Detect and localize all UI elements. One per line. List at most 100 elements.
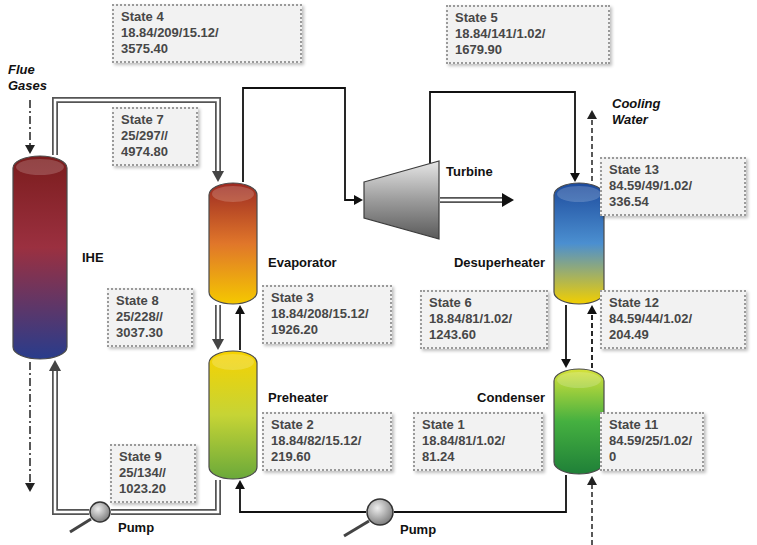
pipe-connector xyxy=(235,305,245,350)
state-name: State 1 xyxy=(422,417,535,433)
component-name: Desuperheater xyxy=(454,255,545,271)
shape-outline xyxy=(12,155,68,360)
state-values: 84.59/25/1.02/ 0 xyxy=(609,433,692,465)
state-values: 18.84/81/1.02/ 1243.60 xyxy=(429,311,512,343)
vessel-body xyxy=(554,183,604,304)
oil-pipe-inner xyxy=(217,305,220,341)
cooling-water-line xyxy=(591,118,593,181)
heat-exchanger: IHE xyxy=(12,155,68,360)
component-name: Evaporator xyxy=(268,255,337,271)
heat-exchanger: Condenser xyxy=(553,368,605,475)
flue-gas-line xyxy=(29,362,31,484)
work-arrow xyxy=(502,193,514,207)
oil-pipe-outer xyxy=(55,369,89,512)
oil-pipe-inner xyxy=(55,369,89,512)
vessel-body xyxy=(554,369,604,474)
state-name: State 13 xyxy=(609,162,738,178)
working-fluid-pipe xyxy=(565,305,567,361)
flue-gas-arrow xyxy=(25,145,35,154)
vessel-highlight xyxy=(557,372,601,388)
state-values: 18.84/208/15.12/ 1926.20 xyxy=(271,306,369,338)
component-name: Pump xyxy=(118,520,154,536)
component-name: Pump xyxy=(400,522,436,538)
arrowhead xyxy=(235,480,245,489)
heat-exchanger: Desuperheater xyxy=(553,182,605,305)
state-name: State 5 xyxy=(455,10,602,26)
vessel-highlight xyxy=(212,354,254,370)
pipe-connector xyxy=(394,475,566,512)
arrowhead xyxy=(49,360,61,371)
state-name: State 11 xyxy=(609,417,696,433)
pipe-connector xyxy=(212,305,224,350)
cooling-water-line xyxy=(591,484,593,545)
state-name: State 3 xyxy=(271,290,384,306)
component-name: IHE xyxy=(82,250,104,266)
pump-drive xyxy=(70,519,91,532)
state-name: State 8 xyxy=(116,293,185,309)
turbine-shaft xyxy=(440,197,503,203)
state-callout: State 318.84/208/15.12/ 1926.20 xyxy=(262,285,392,344)
stream-label: Flue Gases xyxy=(8,62,47,94)
shape-outline xyxy=(553,182,605,305)
oil-pipe-outer xyxy=(55,100,218,173)
shape-outline xyxy=(553,368,605,475)
pump: Pump xyxy=(366,498,394,526)
arrowhead xyxy=(235,305,245,314)
state-callout: State 218.84/82/15.12/ 219.60 xyxy=(262,412,392,471)
state-name: State 9 xyxy=(119,449,188,465)
turbine: Turbine xyxy=(363,160,440,240)
state-name: State 12 xyxy=(609,295,738,311)
state-values: 18.84/81/1.02/ 81.24 xyxy=(422,433,505,465)
state-values: 18.84/82/15.12/ 219.60 xyxy=(271,433,361,465)
state-callout: State 1284.59/44/1.02/ 204.49 xyxy=(600,290,746,349)
state-name: State 4 xyxy=(121,9,294,25)
pipe-connector xyxy=(430,92,580,182)
pump-body xyxy=(367,499,393,525)
state-callout: State 1184.59/25/1.02/ 0 xyxy=(600,412,704,471)
component-name: Preheater xyxy=(268,390,328,406)
state-name: State 2 xyxy=(271,417,384,433)
working-fluid-pipe xyxy=(430,92,575,175)
pipe-connector xyxy=(243,88,363,205)
vessel-highlight xyxy=(16,159,64,175)
state-callout: State 618.84/81/1.02/ 1243.60 xyxy=(420,290,548,349)
vessel-body xyxy=(13,156,67,359)
state-callout: State 518.84/141/1.02/ 1679.90 xyxy=(446,5,610,64)
state-callout: State 925/134// 1023.20 xyxy=(110,444,196,503)
working-fluid-pipe xyxy=(243,88,356,200)
heat-exchanger: Preheater xyxy=(208,350,258,480)
cooling-water-arrow xyxy=(587,110,597,119)
vessel-highlight xyxy=(212,186,254,202)
pipe-connector xyxy=(49,360,89,512)
flue-gas-line xyxy=(29,100,31,146)
state-callout: State 725/297// 4974.80 xyxy=(112,107,198,166)
state-callout: State 118.84/81/1.02/ 81.24 xyxy=(413,412,543,471)
vessel-body xyxy=(209,183,257,304)
state-values: 84.59/44/1.02/ 204.49 xyxy=(609,311,692,343)
turbine-body xyxy=(364,161,439,239)
vessel-body xyxy=(209,351,257,479)
state-callout: State 825/228// 3037.30 xyxy=(107,288,193,347)
vessel-highlight xyxy=(557,186,601,202)
oil-pipe-inner xyxy=(55,100,218,173)
pump-drive xyxy=(344,521,369,536)
pipe-connector xyxy=(561,305,571,368)
pipe-connector xyxy=(55,100,224,182)
pump: Pump xyxy=(89,501,111,523)
stream-label: Cooling Water xyxy=(612,96,660,128)
arrowhead xyxy=(354,195,363,205)
state-values: 25/134// 1023.20 xyxy=(119,465,166,497)
shape-outline xyxy=(208,350,258,480)
working-fluid-pipe xyxy=(394,475,566,512)
shape-outline xyxy=(208,182,258,305)
state-values: 84.59/49/1.02/ 336.54 xyxy=(609,178,692,210)
arrowhead xyxy=(212,171,224,182)
cooling-water-pipe xyxy=(591,312,593,368)
state-name: State 7 xyxy=(121,112,190,128)
shape-outline xyxy=(363,160,440,240)
state-callout: State 1384.59/49/1.02/ 336.54 xyxy=(600,157,746,216)
arrowhead xyxy=(570,173,580,182)
flue-gas-arrow xyxy=(25,483,35,492)
shape-outline xyxy=(89,501,111,523)
